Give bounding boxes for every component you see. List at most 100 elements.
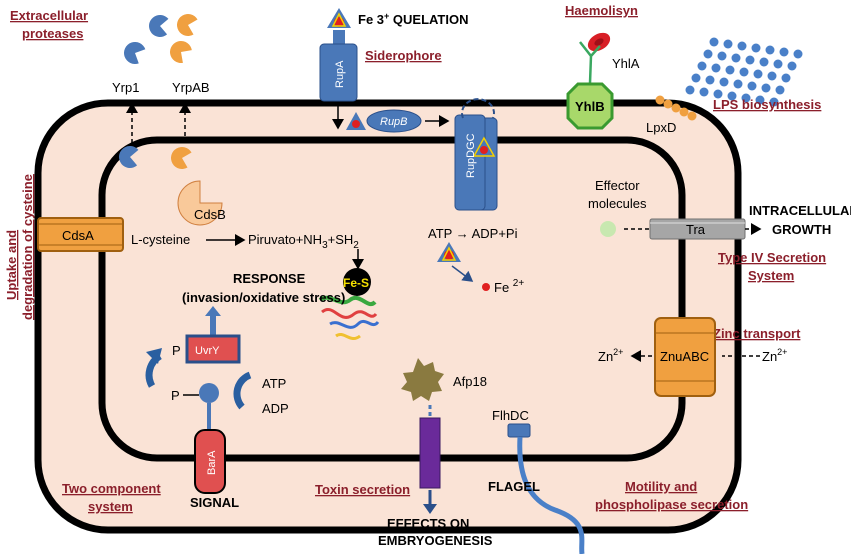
yrp1-label: Yrp1 bbox=[112, 80, 139, 95]
lps-sugar-icon bbox=[793, 49, 803, 59]
lpxd-label: LpxD bbox=[646, 120, 676, 135]
p-label-1: P bbox=[172, 343, 181, 358]
yrp1-protein-icon bbox=[149, 15, 169, 37]
lps-sugar-icon bbox=[691, 73, 701, 83]
response-label-1: RESPONSE bbox=[233, 271, 306, 286]
rupa-label: RupA bbox=[334, 60, 346, 88]
lps-sugar-icon bbox=[753, 69, 763, 79]
lps-sugar-icon bbox=[775, 85, 785, 95]
afp18-label: Afp18 bbox=[453, 374, 487, 389]
lps-sugar-icon bbox=[745, 55, 755, 65]
lps-sugar-icon bbox=[731, 53, 741, 63]
fe2-ion-icon bbox=[482, 283, 490, 291]
yrp1-protein-icon bbox=[124, 42, 146, 64]
zn-outer-label: Zn2+ bbox=[762, 347, 787, 364]
lps-biosynthesis-label: LPS biosynthesis bbox=[713, 97, 821, 112]
lps-chain-icons bbox=[655, 37, 803, 121]
flhdc-protein bbox=[507, 423, 531, 438]
red-blood-cell-icon bbox=[587, 32, 611, 52]
uvry-label: UvrY bbox=[195, 345, 220, 357]
yhlb-protein bbox=[566, 82, 614, 130]
lps-sugar-icon bbox=[697, 61, 707, 71]
lpxd-lipid-icon bbox=[671, 103, 681, 113]
adp-label: ADP bbox=[262, 401, 289, 416]
lps-sugar-icon bbox=[787, 61, 797, 71]
znuabc-label: ZnuABC bbox=[660, 349, 709, 364]
lps-sugar-icon bbox=[779, 47, 789, 57]
rupdgc-label: RupDGC bbox=[465, 133, 477, 178]
fe-quelation-label: Fe 3+ QUELATION bbox=[358, 11, 468, 27]
rupa-protein bbox=[319, 43, 358, 102]
yrpab-protein-icon bbox=[170, 41, 192, 63]
lps-sugar-icon bbox=[741, 93, 751, 103]
lps-sugar-icon bbox=[705, 75, 715, 85]
lps-sugar-icon bbox=[767, 71, 777, 81]
lps-sugar-icon bbox=[709, 37, 719, 47]
lps-sugar-icon bbox=[747, 81, 757, 91]
lps-sugar-icon bbox=[755, 95, 765, 105]
lps-sugar-icon bbox=[699, 87, 709, 97]
atp-adp-pi-label: ATP → ADP+Pi bbox=[428, 226, 518, 241]
extracellular-proteases-label-2: proteases bbox=[22, 26, 83, 41]
effector-label-2: molecules bbox=[588, 196, 647, 211]
p-label-2: P bbox=[171, 388, 180, 403]
cdsa-transporter bbox=[37, 217, 124, 252]
cdsb-enzyme bbox=[177, 180, 223, 226]
bara-protein bbox=[194, 429, 226, 494]
lps-sugar-icon bbox=[751, 43, 761, 53]
rupa-stem bbox=[333, 30, 345, 45]
bara-kinase-domain bbox=[199, 383, 219, 403]
lps-sugar-icon bbox=[719, 77, 729, 87]
phospho-transfer-arrowhead bbox=[146, 348, 162, 364]
protein-structure-icon bbox=[318, 295, 380, 341]
fes-label: Fe-S bbox=[343, 276, 369, 290]
uptake-label-2: degradation of cysteine bbox=[20, 174, 35, 320]
lpxd-lipid-icon bbox=[663, 99, 673, 109]
cdsb-label: CdsB bbox=[194, 207, 226, 222]
lps-sugar-icon bbox=[769, 97, 779, 107]
atp-adp-arrow bbox=[233, 371, 252, 410]
rupdgc-transporter bbox=[454, 98, 498, 211]
yrpab-inner-icon bbox=[171, 147, 192, 169]
uvry-protein bbox=[185, 334, 241, 364]
yhlb-label: YhlB bbox=[575, 99, 605, 114]
lps-sugar-icon bbox=[733, 79, 743, 89]
yrpab-label: YrpAB bbox=[172, 80, 210, 95]
siderophore-inner-icon bbox=[437, 242, 461, 262]
effector-molecule-icon bbox=[600, 221, 616, 237]
flagel-label: FLAGEL bbox=[488, 479, 540, 494]
fe2-label: Fe 2+ bbox=[494, 278, 524, 295]
type4-label-2: System bbox=[748, 268, 794, 283]
lps-sugar-icon bbox=[717, 51, 727, 61]
fes-cluster-icon bbox=[343, 268, 371, 296]
type4-label-1: Type IV Secretion bbox=[718, 250, 826, 265]
tra-label: Tra bbox=[686, 222, 706, 237]
haemolisyn-label: Haemolisyn bbox=[565, 3, 638, 18]
intracellular-label-2: GROWTH bbox=[772, 222, 831, 237]
toxin-secretion-channel bbox=[419, 417, 441, 489]
lps-sugar-icon bbox=[737, 41, 747, 51]
yhla-label: YhlA bbox=[612, 56, 640, 71]
two-component-label-2: system bbox=[88, 499, 133, 514]
bara-label: BarA bbox=[206, 450, 218, 475]
toxin-secretion-label: Toxin secretion bbox=[315, 482, 410, 497]
motility-label-1: Motility and bbox=[625, 479, 697, 494]
yrpab-protein-icon bbox=[177, 14, 198, 36]
siderophore-label: Siderophore bbox=[365, 48, 442, 63]
lpxd-lipid-icon bbox=[687, 111, 697, 121]
lps-sugar-icon bbox=[761, 83, 771, 93]
effects-label-2: EMBRYOGENESIS bbox=[378, 533, 493, 548]
lps-sugar-icon bbox=[685, 85, 695, 95]
lps-sugar-icon bbox=[739, 67, 749, 77]
response-label-2: (invasion/oxidative stress) bbox=[182, 290, 345, 305]
lps-sugar-icon bbox=[723, 39, 733, 49]
piruvato-label: Piruvato+NH3+SH2 bbox=[248, 232, 359, 251]
atp-label: ATP bbox=[262, 376, 286, 391]
zn-inner-label: Zn2+ bbox=[598, 347, 623, 364]
yhla-stalk bbox=[579, 41, 601, 84]
lps-sugar-icon bbox=[773, 59, 783, 69]
lps-sugar-icon bbox=[713, 89, 723, 99]
cdsa-label: CdsA bbox=[62, 228, 94, 243]
signal-label: SIGNAL bbox=[190, 495, 239, 510]
